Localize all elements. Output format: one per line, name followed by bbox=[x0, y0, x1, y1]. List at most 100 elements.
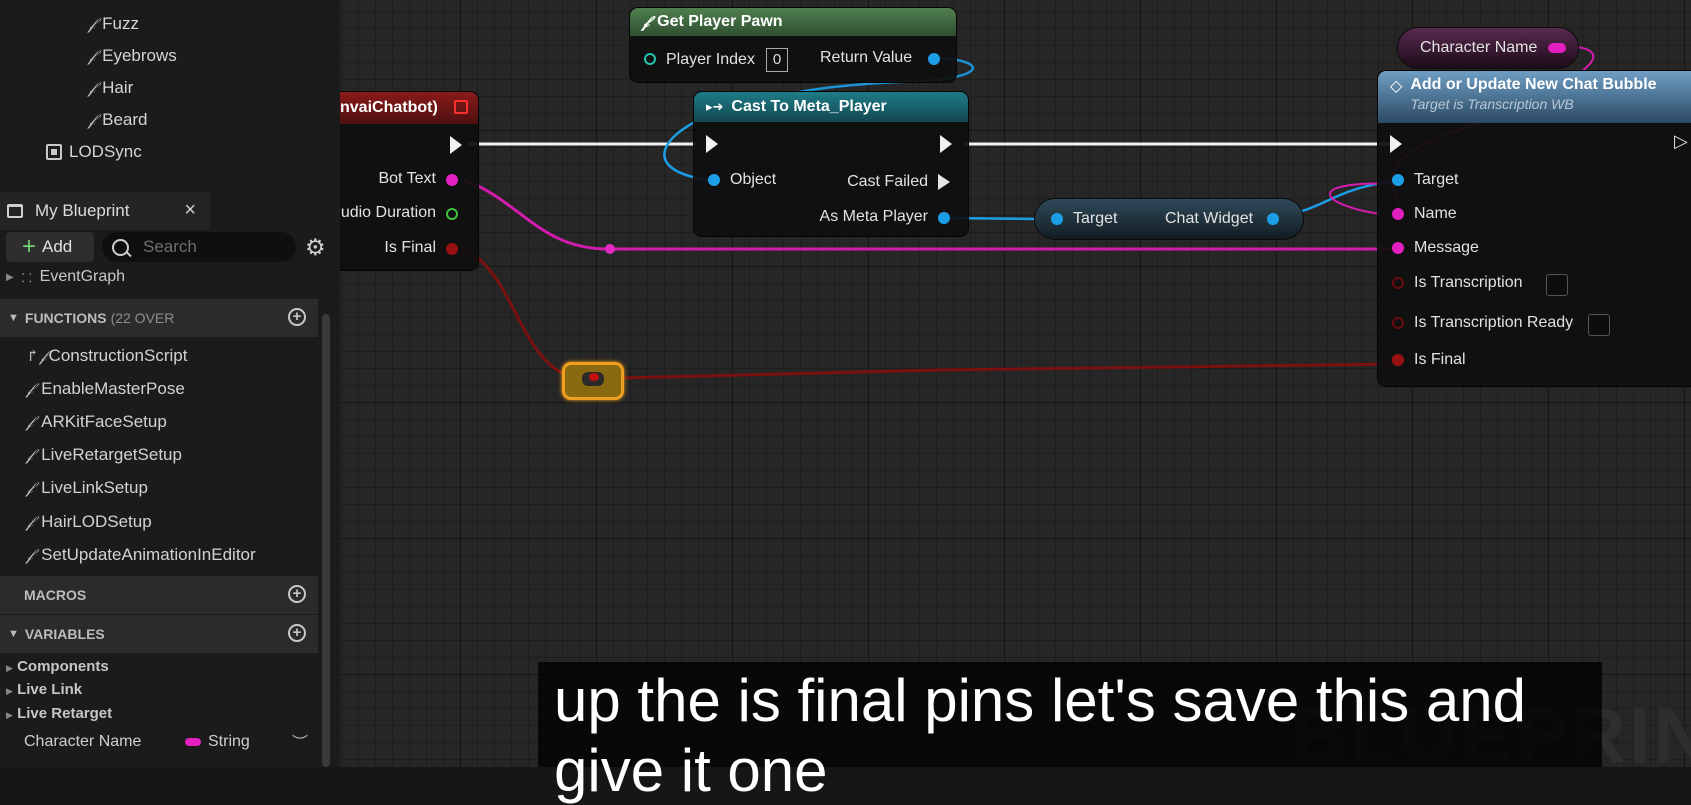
target-pin[interactable] bbox=[1392, 174, 1404, 186]
function-item-hairlodsetup[interactable]: 𝒻 HairLODSetup bbox=[26, 512, 152, 531]
message-pin[interactable] bbox=[1392, 242, 1404, 254]
is-final-wire-out bbox=[621, 362, 1401, 380]
gear-icon[interactable]: ⚙ bbox=[305, 234, 326, 260]
character-name-pin[interactable] bbox=[1548, 43, 1566, 53]
return-value-label: Return Value bbox=[820, 49, 913, 66]
chevron-right-icon: ▶ bbox=[6, 663, 13, 673]
component-item-fuzz[interactable]: 𝒻 Fuzz bbox=[88, 14, 139, 33]
graph-canvas[interactable]: nvaiChatbot) Bot Text udio Duration Is F… bbox=[340, 0, 1691, 767]
functions-header[interactable]: ▼ FUNCTIONS (22 OVER + bbox=[0, 299, 318, 337]
player-index-label: Player Index bbox=[666, 51, 755, 68]
exec-out-pin[interactable] bbox=[450, 136, 462, 154]
variable-group-live-retarget[interactable]: ▶ Live Retarget bbox=[6, 705, 113, 722]
add-button[interactable]: + Add bbox=[6, 232, 94, 262]
audio-duration-pin[interactable] bbox=[446, 208, 458, 220]
add-macro-icon[interactable]: + bbox=[288, 585, 306, 603]
variables-header[interactable]: ▼ VARIABLES + bbox=[0, 615, 318, 653]
bubble-is-final-pin[interactable] bbox=[1392, 354, 1404, 366]
tab-my-blueprint[interactable]: My Blueprint × bbox=[0, 192, 210, 230]
name-pin[interactable] bbox=[1392, 208, 1404, 220]
plus-icon: + bbox=[22, 233, 37, 260]
construction-script-icon: ↱𝒻 bbox=[26, 346, 47, 365]
chevron-right-icon: ▶ bbox=[6, 686, 13, 696]
function-item-arkitfacesetup[interactable]: 𝒻 ARKitFaceSetup bbox=[26, 412, 167, 431]
event-node[interactable]: nvaiChatbot) Bot Text udio Duration Is F… bbox=[340, 92, 478, 270]
character-name-node[interactable]: Character Name bbox=[1398, 28, 1578, 68]
player-index-input[interactable]: 0 bbox=[766, 48, 788, 72]
is-final-label: Is Final bbox=[384, 239, 436, 256]
function-item-setupdateanimationineditor[interactable]: 𝒻 SetUpdateAnimationInEditor bbox=[26, 545, 256, 564]
delegate-pin-icon[interactable] bbox=[454, 100, 468, 114]
cast-icon: ▸➜ bbox=[706, 99, 724, 114]
visibility-icon[interactable]: ︶ bbox=[292, 735, 309, 752]
chat-widget-label: Chat Widget bbox=[1165, 210, 1254, 227]
function-icon: 𝒻 bbox=[26, 512, 34, 531]
add-or-update-chat-bubble-node[interactable]: ◇ Add or Update New Chat Bubble Target i… bbox=[1378, 71, 1691, 386]
reroute-node-selected[interactable] bbox=[562, 362, 624, 400]
object-label: Object bbox=[730, 171, 777, 188]
function-item-enablemasterpose[interactable]: 𝒻 EnableMasterPose bbox=[26, 379, 185, 398]
scrollbar[interactable] bbox=[322, 314, 330, 767]
component-icon bbox=[46, 144, 62, 160]
bot-text-label: Bot Text bbox=[378, 170, 436, 187]
bot-text-pin[interactable] bbox=[446, 174, 458, 186]
variable-group-components[interactable]: ▶ Components bbox=[6, 658, 109, 675]
target-label: Target bbox=[1414, 171, 1459, 188]
cast-failed-pin[interactable] bbox=[938, 174, 950, 190]
chat-widget-pin[interactable] bbox=[1267, 213, 1279, 225]
return-value-pin[interactable] bbox=[928, 53, 940, 65]
event-graph-item[interactable]: ▶ ⸬ EventGraph bbox=[6, 268, 126, 285]
close-icon[interactable]: × bbox=[184, 199, 196, 221]
component-item-lodsync[interactable]: LODSync bbox=[46, 142, 142, 162]
component-item-beard[interactable]: 𝒻 Beard bbox=[88, 110, 148, 129]
function-icon: 𝒻 bbox=[642, 12, 650, 31]
player-index-pin[interactable] bbox=[644, 53, 656, 65]
audio-duration-label: udio Duration bbox=[340, 204, 436, 221]
function-item-constructionscript[interactable]: ↱𝒻 ConstructionScript bbox=[26, 346, 188, 365]
left-panel: 𝒻 Fuzz 𝒻 Eyebrows 𝒻 Hair 𝒻 Beard LODSync… bbox=[0, 0, 340, 767]
function-item-livelinksetup[interactable]: 𝒻 LiveLinkSetup bbox=[26, 478, 148, 497]
search-input[interactable]: Search bbox=[102, 232, 296, 262]
is-transcription-checkbox[interactable] bbox=[1546, 274, 1568, 296]
get-player-pawn-node[interactable]: 𝒻 Get Player Pawn Player Index 0 Return … bbox=[630, 8, 956, 82]
chevron-down-icon: ▼ bbox=[8, 628, 19, 640]
add-function-icon[interactable]: + bbox=[288, 308, 306, 326]
bubble-exec-out-pin[interactable]: ▷ bbox=[1674, 131, 1688, 151]
function-icon: 𝒻 bbox=[26, 379, 34, 398]
is-final-pin[interactable] bbox=[446, 243, 458, 255]
reroute-knot[interactable] bbox=[605, 244, 615, 254]
variable-character-name[interactable]: Character Name String ︶ bbox=[24, 733, 318, 752]
chevron-right-icon: ▶ bbox=[6, 710, 13, 720]
cast-to-meta-player-node[interactable]: ▸➜ Cast To Meta_Player Object Cast Faile… bbox=[694, 92, 968, 236]
function-diamond-icon: ◇ bbox=[1390, 78, 1403, 95]
function-icon: 𝒻 bbox=[26, 445, 34, 464]
variable-group-live-link[interactable]: ▶ Live Link bbox=[6, 681, 83, 698]
groom-icon: 𝒻 bbox=[88, 78, 96, 97]
name-label: Name bbox=[1414, 205, 1457, 222]
component-item-eyebrows[interactable]: 𝒻 Eyebrows bbox=[88, 46, 177, 65]
bubble-exec-in-pin[interactable] bbox=[1390, 135, 1402, 153]
cast-exec-in-pin[interactable] bbox=[706, 135, 718, 153]
chat-widget-target-pin[interactable] bbox=[1051, 213, 1063, 225]
message-label: Message bbox=[1414, 239, 1479, 256]
is-transcription-pin[interactable] bbox=[1392, 277, 1404, 289]
chevron-down-icon: ▼ bbox=[8, 312, 19, 324]
subtitle-line-1: up the is final pins let's save this and bbox=[554, 667, 1527, 734]
book-icon bbox=[7, 204, 23, 218]
as-meta-player-pin[interactable] bbox=[938, 212, 950, 224]
cast-failed-label: Cast Failed bbox=[847, 173, 928, 190]
add-variable-icon[interactable]: + bbox=[288, 624, 306, 642]
function-icon: 𝒻 bbox=[26, 412, 34, 431]
is-transcription-ready-pin[interactable] bbox=[1392, 317, 1404, 329]
macros-header[interactable]: MACROS + bbox=[0, 576, 318, 614]
component-item-hair[interactable]: 𝒻 Hair bbox=[88, 78, 134, 97]
groom-icon: 𝒻 bbox=[88, 46, 96, 65]
object-pin[interactable] bbox=[708, 174, 720, 186]
function-item-liveretargetsetup[interactable]: 𝒻 LiveRetargetSetup bbox=[26, 445, 182, 464]
chat-widget-node[interactable]: Target Chat Widget bbox=[1035, 199, 1303, 239]
cast-exec-out-pin[interactable] bbox=[940, 135, 952, 153]
bot-text-wire bbox=[463, 178, 611, 251]
is-final-wire-in bbox=[463, 248, 579, 380]
name-wire bbox=[1329, 182, 1401, 215]
is-transcription-ready-checkbox[interactable] bbox=[1588, 314, 1610, 336]
